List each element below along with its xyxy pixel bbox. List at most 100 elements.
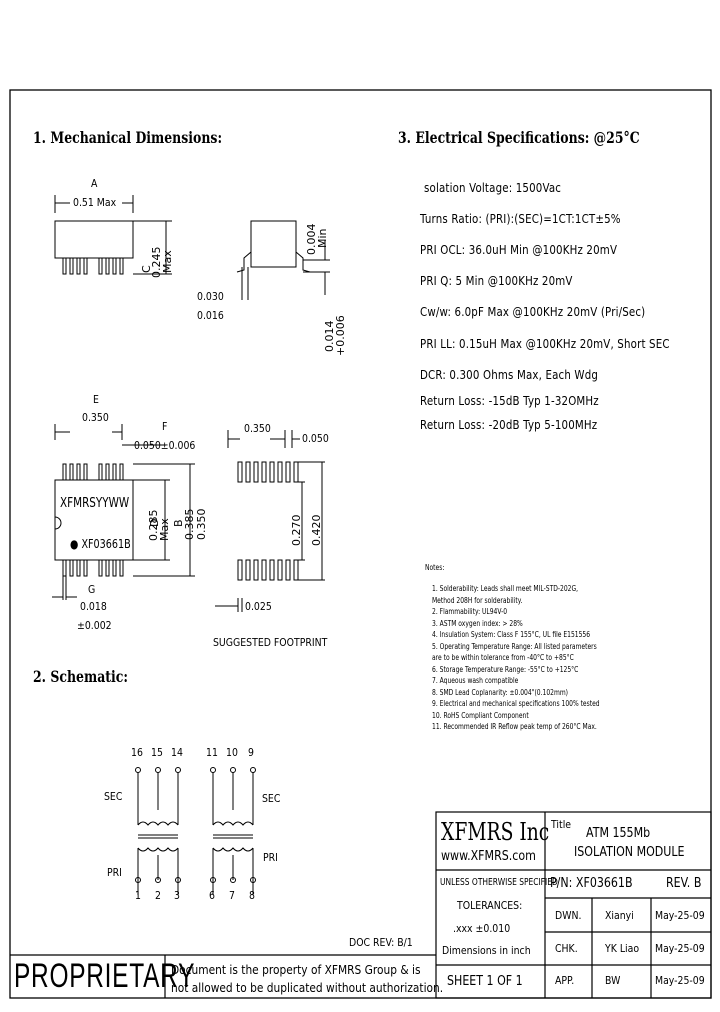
company-website: www.XFMRS.com: [441, 849, 536, 864]
sheet-number: SHEET 1 OF 1: [447, 974, 523, 989]
spec-dcr: DCR: 0.300 Ohms Max, Each Wdg: [420, 367, 599, 382]
note-item: 10. RoHS Compliant Component: [432, 710, 529, 720]
tolerance-value: .xxx ±0.010: [453, 922, 511, 935]
dwn-name: Xianyi: [605, 909, 634, 922]
title-label: Title: [551, 818, 572, 831]
spec-ll: PRI LL: 0.15uH Max @100KHz 20mV, Short S…: [420, 336, 670, 351]
app-name: BW: [605, 974, 621, 987]
dim-value-e: 0.350: [82, 411, 109, 424]
dimensions-unit: Dimensions in inch: [442, 944, 531, 957]
sec-label-right: SEC: [262, 792, 281, 805]
dim-value-g: 0.018: [80, 600, 107, 613]
note-item: 11. Recommended IR Reflow peak temp of 2…: [432, 722, 597, 731]
proprietary-notice-1: Document is the property of XFMRS Group …: [171, 962, 421, 977]
spec-cww: Cw/w: 6.0pF Max @100KHz 20mV (Pri/Sec): [420, 304, 646, 319]
title-block-grid: [10, 811, 712, 999]
pin-label-6: 6: [209, 889, 215, 902]
notes-title: Notes:: [425, 563, 445, 572]
pin-label-16: 16: [131, 746, 143, 759]
doc-rev: DOC REV: B/1: [349, 936, 413, 949]
end-view-drawing: [236, 220, 330, 300]
footprint-caption: SUGGESTED FOOTPRINT: [213, 636, 328, 649]
fp-dim-050: 0.050: [302, 432, 329, 445]
notes-list: 1. Solderability: Leads shall meet MIL-S…: [432, 583, 655, 733]
revision: REV. B: [666, 876, 702, 891]
footprint-drawing: [215, 430, 325, 612]
pin-label-3: 3: [174, 889, 180, 902]
section-mechanical-title: 1. Mechanical Dimensions:: [33, 128, 223, 147]
section-schematic-title: 2. Schematic:: [33, 667, 129, 686]
note-item: 1. Solderability: Leads shall meet MIL-S…: [432, 584, 579, 593]
dim-value-d-max: Max: [158, 518, 171, 541]
unless-specified: UNLESS OTHERWISE SPECIFIED: [440, 877, 558, 888]
note-item: are to be within tolerance from -40°C to…: [432, 653, 574, 662]
pin-label-14: 14: [171, 746, 183, 759]
dim-value-030: 0.030: [197, 290, 224, 303]
pin-label-8: 8: [249, 889, 255, 902]
spec-turns-ratio: Turns Ratio: (PRI):(SEC)=1CT:1CT±5%: [420, 211, 621, 226]
dwn-date: May-25-09: [655, 909, 705, 922]
spec-ocl: PRI OCL: 36.0uH Min @100KHz 20mV: [420, 242, 618, 257]
pin-label-11: 11: [206, 746, 218, 759]
part-marking-line1: XFMRSYYWW: [60, 496, 130, 511]
fp-dim-025: 0.025: [245, 600, 272, 613]
top-view-drawing: [52, 424, 195, 600]
pin-label-2: 2: [155, 889, 161, 902]
chk-date: May-25-09: [655, 942, 705, 955]
note-item: 7. Aqueous wash compatible: [432, 676, 519, 685]
proprietary-banner: PROPRIETARY: [14, 957, 196, 995]
fp-dim-270: 0.270: [290, 514, 303, 547]
dim-value-016: 0.016: [197, 309, 224, 322]
fp-dim-350: 0.350: [244, 422, 271, 435]
dwn-label: DWN.: [555, 909, 582, 922]
pin-label-1: 1: [135, 889, 141, 902]
title-line-2: ISOLATION MODULE: [574, 845, 685, 860]
pin-label-15: 15: [151, 746, 163, 759]
note-item: 4. Insulation System: Class F 155°C, UL …: [432, 630, 591, 639]
note-item: 3. ASTM oxygen index: > 28%: [432, 618, 523, 628]
sec-label-left: SEC: [104, 790, 123, 803]
pri-label-right: PRI: [263, 851, 278, 864]
note-item: 2. Flammability: UL94V-0: [432, 607, 508, 616]
pin-label-7: 7: [229, 889, 235, 902]
dim-value-a: 0.51 Max: [73, 196, 117, 209]
pin-label-10: 10: [226, 746, 238, 759]
part-number: P/N: XF03661B: [550, 876, 633, 891]
note-item: 8. SMD Lead Coplanarity: ±0.004"(0.102mm…: [432, 687, 569, 697]
note-item: 5. Operating Temperature Range: All list…: [432, 641, 597, 651]
pin-label-9: 9: [248, 746, 254, 759]
spec-isolation: solation Voltage: 1500Vac: [424, 180, 562, 195]
side-view-drawing: [54, 195, 172, 275]
proprietary-notice-2: not allowed to be duplicated without aut…: [171, 980, 444, 995]
fp-dim-420: 0.420: [310, 514, 323, 547]
pri-label-left: PRI: [107, 866, 122, 879]
dim-value-g-tol: ±0.002: [77, 619, 112, 632]
part-marking-line2: ● XF03661B: [70, 537, 131, 551]
tolerances-label: TOLERANCES:: [457, 899, 523, 912]
app-label: APP.: [555, 974, 575, 987]
spec-q: PRI Q: 5 Min @100KHz 20mV: [420, 273, 573, 288]
section-electrical-title: 3. Electrical Specifications: @25°C: [398, 128, 640, 147]
chk-label: CHK.: [555, 942, 578, 955]
pin1-dot-icon: ●: [70, 537, 82, 551]
dim-label-f: F: [162, 420, 168, 433]
dim-label-a: A: [91, 177, 98, 190]
chk-name: YK Liao: [605, 942, 640, 955]
note-item: Method 208H for solderability.: [432, 595, 523, 605]
dim-label-e: E: [93, 393, 99, 406]
dim-value-f: 0.050±0.006: [134, 439, 196, 452]
title-line-1: ATM 155Mb: [586, 826, 651, 841]
note-item: 6. Storage Temperature Range: -55°C to +…: [432, 664, 579, 674]
part-number-mark: XF03661B: [81, 537, 131, 551]
dim-value-006: +0.006: [334, 315, 347, 356]
dim-value-004-min: Min: [316, 228, 329, 248]
company-name: XFMRS Inc: [441, 818, 550, 846]
dim-value-c-max: Max: [161, 250, 174, 273]
spec-return-loss-1: Return Loss: -15dB Typ 1-32OMHz: [420, 393, 599, 408]
schematic-drawing: [135, 767, 256, 895]
dim-label-g: G: [88, 583, 96, 596]
dim-value-350-vert: 0.350: [195, 508, 208, 541]
app-date: May-25-09: [655, 974, 705, 987]
note-item: 9. Electrical and mechanical specificati…: [432, 699, 600, 708]
